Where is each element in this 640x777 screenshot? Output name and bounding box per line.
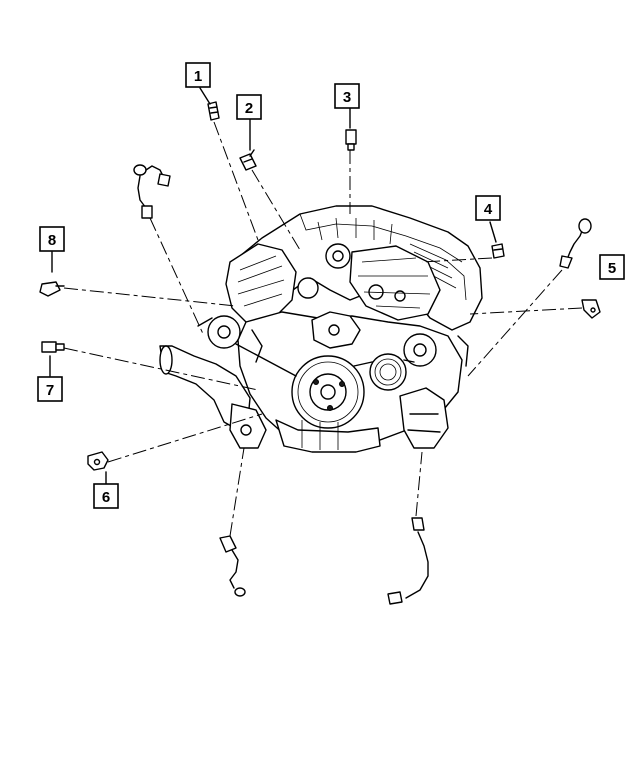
leader-line-oxygen-lower-right bbox=[415, 451, 423, 517]
oxygen-sensor-lower-left-icon bbox=[219, 535, 246, 597]
leader-lines bbox=[49, 87, 583, 537]
callout-2-label: 2 bbox=[245, 100, 253, 117]
leader-line-7 bbox=[63, 347, 259, 391]
leader-line-5-upper bbox=[467, 269, 563, 377]
sensor-part-1-icon bbox=[207, 101, 220, 121]
leader-line-6 bbox=[107, 413, 263, 463]
leader-line-8 bbox=[63, 287, 237, 307]
callout-4-label: 4 bbox=[484, 201, 493, 218]
leader-line-oxygen-upper-left bbox=[149, 217, 205, 337]
sensor-part-2-icon bbox=[239, 149, 257, 171]
sensor-part-3-icon bbox=[345, 129, 357, 151]
engine-assembly bbox=[159, 205, 483, 453]
callout-1-label: 1 bbox=[194, 68, 202, 85]
callout-1: 1 bbox=[185, 62, 211, 88]
leader-line-4 bbox=[421, 257, 493, 263]
callout-5: 5 bbox=[599, 254, 625, 280]
oxygen-sensor-part-5-upper-icon bbox=[559, 218, 592, 269]
sensor-part-8-icon bbox=[39, 281, 65, 297]
sensor-part-7-icon bbox=[41, 341, 65, 353]
leader-line-oxygen-lower-left bbox=[229, 447, 245, 537]
leader-line-1 bbox=[213, 121, 259, 241]
leader-line-2 bbox=[251, 169, 301, 251]
callout-4: 4 bbox=[475, 195, 501, 221]
oxygen-sensor-lower-right-icon bbox=[387, 517, 429, 605]
callout-8: 8 bbox=[39, 226, 65, 252]
sensor-part-4-icon bbox=[491, 243, 505, 259]
leader-stub-1 bbox=[199, 87, 211, 105]
callout-2: 2 bbox=[236, 94, 262, 120]
callout-3: 3 bbox=[334, 83, 360, 109]
callout-6-label: 6 bbox=[102, 489, 110, 506]
callout-3-label: 3 bbox=[343, 89, 351, 106]
oxygen-sensor-upper-left-icon bbox=[133, 164, 171, 219]
callout-6: 6 bbox=[93, 483, 119, 509]
sensor-part-6-icon bbox=[87, 451, 109, 471]
callout-8-label: 8 bbox=[48, 232, 56, 249]
callout-5-label: 5 bbox=[608, 260, 616, 277]
sensor-part-5-bracket-icon bbox=[581, 299, 601, 319]
leader-line-5-bracket bbox=[469, 307, 583, 315]
leader-stub-4 bbox=[489, 221, 497, 243]
callout-7: 7 bbox=[37, 376, 63, 402]
callout-7-label: 7 bbox=[46, 382, 54, 399]
